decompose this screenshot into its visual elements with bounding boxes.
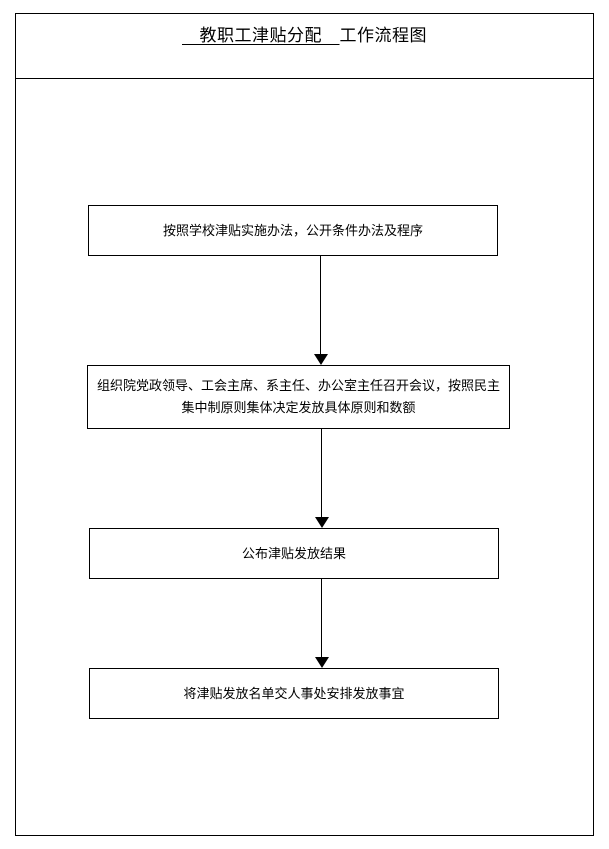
flow-arrow-2 — [315, 429, 329, 528]
flowchart-canvas: 按照学校津贴实施办法，公开条件办法及程序 组织院党政领导、工会主席、系主任、办公… — [16, 79, 593, 836]
page-title: 教职工津贴分配 工作流程图 — [182, 24, 427, 48]
document-frame: 教职工津贴分配 工作流程图 按照学校津贴实施办法，公开条件办法及程序 组织院党政… — [15, 13, 594, 836]
page-title-underlined-segment: 教职工津贴分配 — [182, 26, 340, 45]
flow-node-2-label: 组织院党政领导、工会主席、系主任、办公室主任召开会议，按照民主集中制原则集体决定… — [96, 378, 500, 415]
arrow-head-icon — [315, 657, 329, 668]
page-title-suffix: 工作流程图 — [339, 26, 427, 45]
arrow-head-icon — [315, 517, 329, 528]
arrow-shaft — [321, 429, 323, 517]
flow-node-1-label: 按照学校津贴实施办法，公开条件办法及程序 — [162, 222, 423, 238]
flow-node-3-label: 公布津贴发放结果 — [241, 545, 346, 561]
arrow-shaft — [320, 256, 322, 354]
flow-node-1: 按照学校津贴实施办法，公开条件办法及程序 — [88, 205, 498, 256]
arrow-shaft — [321, 579, 323, 657]
flow-arrow-3 — [315, 579, 329, 668]
title-band: 教职工津贴分配 工作流程图 — [16, 14, 593, 79]
flow-node-3: 公布津贴发放结果 — [89, 528, 499, 579]
flow-node-2: 组织院党政领导、工会主席、系主任、办公室主任召开会议，按照民主集中制原则集体决定… — [87, 365, 510, 429]
arrow-head-icon — [314, 354, 328, 365]
flow-node-4: 将津贴发放名单交人事处安排发放事宜 — [89, 668, 499, 719]
flow-node-4-label: 将津贴发放名单交人事处安排发放事宜 — [183, 685, 405, 701]
flow-arrow-1 — [314, 256, 328, 365]
